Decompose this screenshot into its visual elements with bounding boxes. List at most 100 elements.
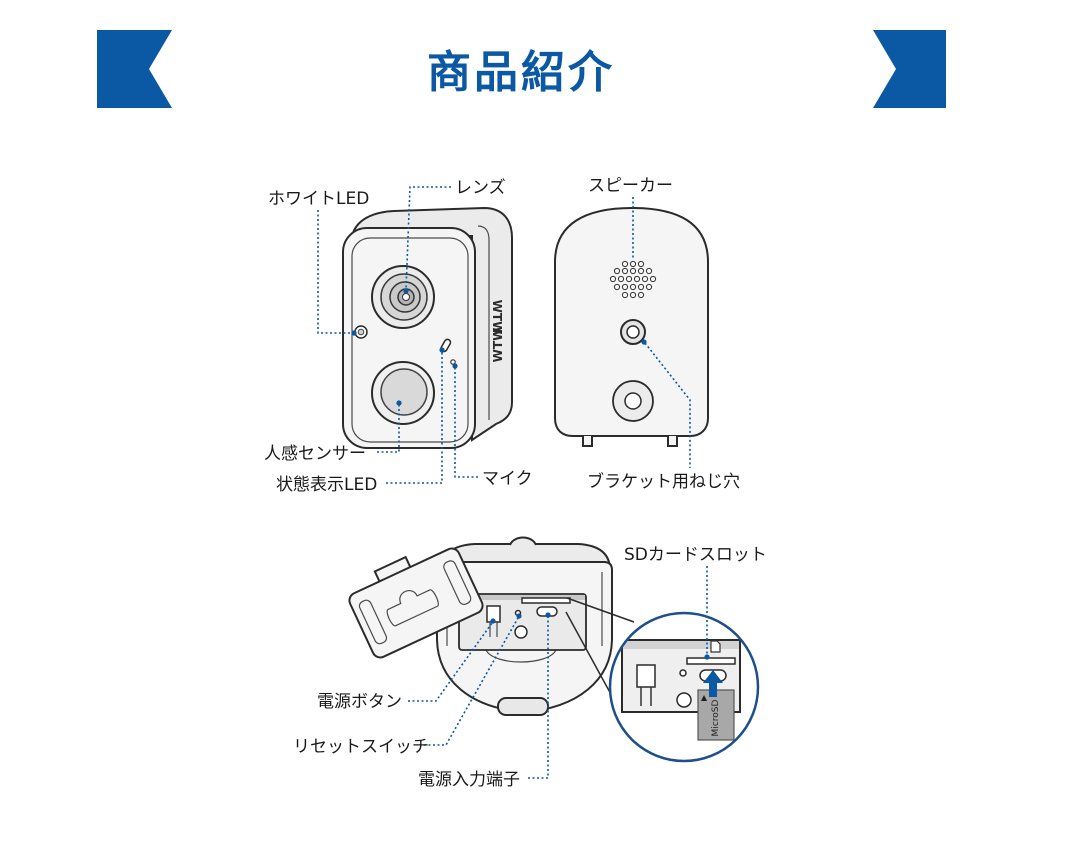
battery-cover-flap <box>348 547 484 659</box>
leader-dot-white-led <box>351 330 357 336</box>
label-status-led: 状態表示LED <box>276 475 377 495</box>
leader-dot-bracket-screw-hole <box>641 339 647 345</box>
speaker-hole <box>645 283 653 291</box>
camera-front-bezel <box>351 237 469 443</box>
speaker-hole <box>645 267 653 275</box>
back-view-annotations: スピーカー ブラケット用ねじ穴 <box>587 176 740 492</box>
speaker-hole <box>637 260 645 268</box>
inset-power-button-legs <box>640 687 652 706</box>
label-power-button: 電源ボタン <box>317 692 402 712</box>
body-inner-curve <box>485 649 557 663</box>
label-white-led: ホワイトLED <box>268 189 369 209</box>
right-ribbon-decoration <box>873 30 946 108</box>
inset-reset-hole <box>679 669 687 677</box>
zoom-inset: MicroSD <box>608 611 760 763</box>
bottom-view-annotations: SDカードスロット 電源ボタン リセットスイッチ 電源入力端子 <box>293 545 767 790</box>
white-led-inner <box>357 328 365 336</box>
zoom-line-bottom <box>565 611 614 699</box>
bottom-view-camera: MicroSD <box>348 536 760 763</box>
bracket-screw-hole <box>620 319 646 345</box>
cover-key-recess <box>386 589 439 627</box>
insert-arrow-head <box>703 670 723 683</box>
leader-power-button <box>408 622 493 702</box>
front-view-camera: WTW WTW <box>342 206 513 449</box>
leader-dot-power-button <box>490 618 496 624</box>
white-led <box>354 325 368 339</box>
inset-ring <box>676 692 692 708</box>
mount-socket-inner <box>624 392 642 410</box>
inset-power-button <box>636 664 656 706</box>
compartment-ring <box>514 625 528 639</box>
speaker-hole <box>621 267 629 275</box>
speaker-hole <box>613 267 621 275</box>
micro-sd-card: MicroSD <box>697 689 735 741</box>
leader-power-input <box>528 617 549 779</box>
label-mic: マイク <box>482 469 533 489</box>
speaker-hole <box>641 275 649 283</box>
insert-arrow-shaft <box>709 680 717 697</box>
leader-dot-motion-sensor <box>396 400 402 406</box>
label-reset-switch: リセットスイッチ <box>293 737 429 757</box>
cover-slot-right <box>443 560 472 605</box>
speaker-hole <box>629 283 637 291</box>
speaker-hole <box>637 291 645 299</box>
zoom-inset-border <box>608 611 760 763</box>
leader-dot-status-led <box>439 347 445 353</box>
speaker-hole <box>629 267 637 275</box>
speaker-hole <box>637 267 645 275</box>
mount-socket <box>612 380 654 422</box>
insert-arrow-icon <box>703 670 723 697</box>
page-title: 商品紹介 <box>427 47 615 98</box>
label-bracket-screw-hole: ブラケット用ねじ穴 <box>587 471 740 492</box>
motion-sensor-dome <box>380 368 428 416</box>
screw-hole-inner <box>626 325 640 339</box>
label-sd-slot: SDカードスロット <box>624 545 767 565</box>
motion-sensor <box>371 361 435 425</box>
zoom-inset-content: MicroSD <box>621 639 741 741</box>
brand-logo-bottom: WTW <box>491 328 505 363</box>
speaker-hole <box>613 283 621 291</box>
card-orientation-triangle-icon <box>701 695 707 701</box>
speaker-hole <box>621 260 629 268</box>
speaker-hole <box>625 275 633 283</box>
leader-dot-mic <box>452 363 458 369</box>
camera-side-edge <box>477 225 490 420</box>
sd-card-icon <box>710 640 721 653</box>
speaker-hole <box>629 291 637 299</box>
label-motion-sensor: 人感センサー <box>264 444 366 464</box>
inset-sd-slot <box>686 657 736 665</box>
brand-logo-top: WTW <box>490 300 504 335</box>
label-lens: レンズ <box>455 178 506 198</box>
leader-dot-sd-slot <box>704 654 710 660</box>
leader-dot-lens <box>403 288 409 294</box>
port-compartment <box>458 593 587 651</box>
label-speaker: スピーカー <box>588 176 673 196</box>
leader-mic <box>454 368 478 478</box>
lens-center <box>402 293 410 301</box>
speaker-hole <box>649 275 657 283</box>
speaker-hole <box>637 283 645 291</box>
leader-bracket-screw-hole <box>644 342 691 468</box>
header: 商品紹介 <box>97 30 946 108</box>
front-view-annotations: ホワイトLED レンズ 人感センサー 状態表示LED マイク <box>264 178 533 495</box>
leader-white-led <box>317 210 352 334</box>
micro-sd-card-label: MicroSD <box>711 700 721 737</box>
mic-hole <box>450 359 456 365</box>
zoom-line-top <box>566 597 635 623</box>
leader-status-led <box>386 352 443 484</box>
speaker-hole <box>609 275 617 283</box>
left-ribbon-decoration <box>97 30 172 108</box>
sd-card-slot <box>521 597 571 604</box>
cover-plate <box>348 547 484 659</box>
inset-compartment-shadow <box>623 641 739 649</box>
speaker-hole <box>621 291 629 299</box>
camera-top-nub <box>509 536 537 546</box>
back-foot-right <box>667 436 678 447</box>
cover-slot-left <box>358 599 388 645</box>
back-view-camera <box>554 206 709 447</box>
speaker-hole <box>633 275 641 283</box>
speaker-hole <box>629 260 637 268</box>
bottom-tab <box>497 697 549 716</box>
